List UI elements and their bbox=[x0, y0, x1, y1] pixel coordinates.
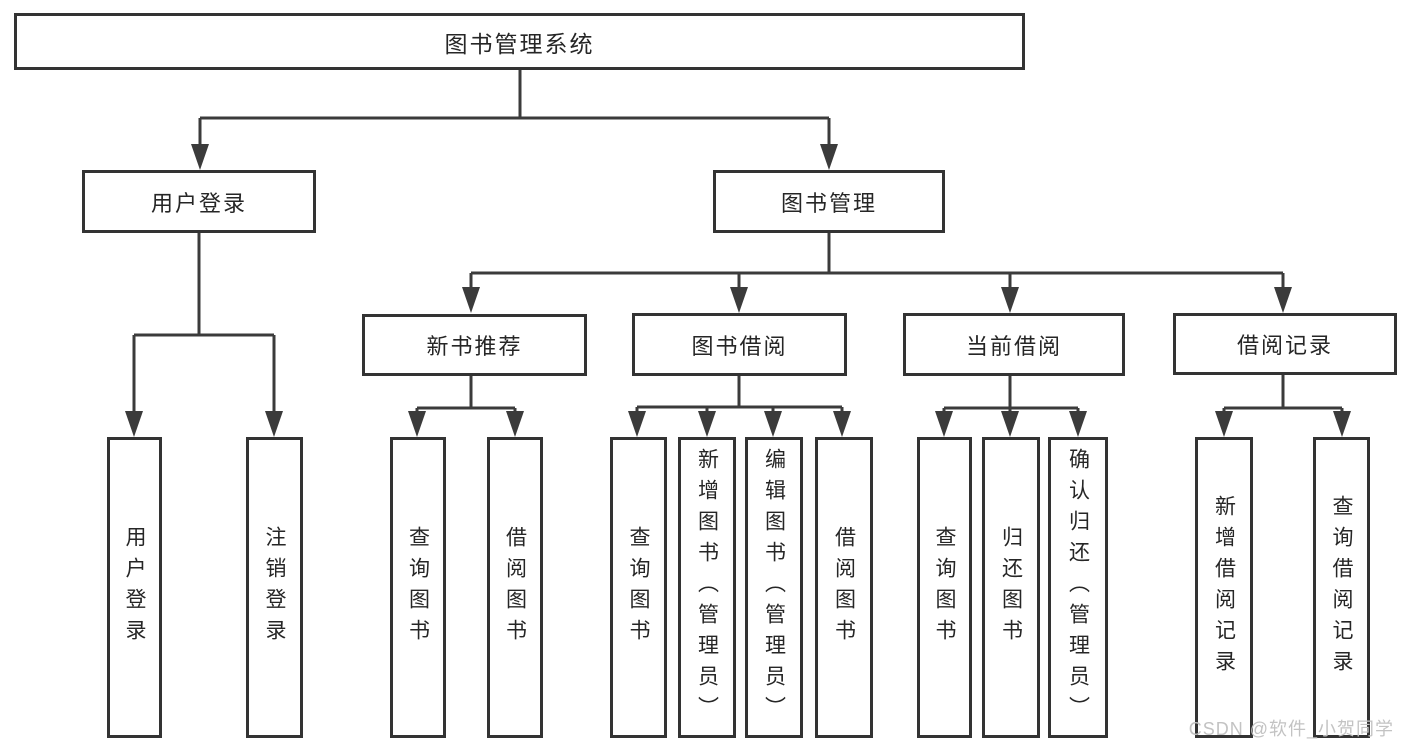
leaf-user-login-label: 用户登录 bbox=[123, 525, 146, 650]
arrowhead-icon bbox=[764, 411, 782, 437]
leaf-newbooks-query-book-label: 查询图书 bbox=[406, 525, 430, 650]
node-new-book-recommend: 新书推荐 bbox=[362, 314, 587, 376]
arrowhead-icon bbox=[462, 287, 480, 313]
leaf-records-add-record: 新增借阅记录 bbox=[1195, 437, 1253, 738]
edge-currentborrow-to-leaves bbox=[942, 376, 1080, 416]
node-current-borrow: 当前借阅 bbox=[903, 313, 1125, 376]
csdn-watermark: CSDN @软件_小贺同学 bbox=[1188, 719, 1394, 739]
arrowhead-icon bbox=[1001, 287, 1019, 313]
node-user-login: 用户登录 bbox=[82, 170, 316, 233]
arrowhead-icon bbox=[1333, 411, 1351, 437]
leaf-newbooks-borrow-book-label: 借阅图书 bbox=[503, 525, 527, 650]
arrowhead-icon bbox=[1274, 287, 1292, 313]
node-root: 图书管理系统 bbox=[14, 13, 1025, 70]
arrowhead-icon bbox=[628, 411, 646, 437]
node-book-borrow: 图书借阅 bbox=[632, 313, 847, 376]
leaf-newbooks-query-book: 查询图书 bbox=[390, 437, 446, 738]
node-borrow-records: 借阅记录 bbox=[1173, 313, 1397, 375]
arrowhead-icon bbox=[820, 144, 838, 170]
edge-bookmgmt-to-level3 bbox=[469, 233, 1285, 291]
leaf-current-confirm-return-admin-label: 确认归还（管理员） bbox=[1066, 448, 1090, 727]
leaf-records-query-record-label: 查询借阅记录 bbox=[1330, 494, 1353, 681]
arrowhead-icon bbox=[1215, 411, 1233, 437]
arrowhead-icon bbox=[698, 411, 716, 437]
leaf-newbooks-borrow-book: 借阅图书 bbox=[487, 437, 543, 738]
arrowhead-icon bbox=[1001, 411, 1019, 437]
leaf-borrow-borrow-book: 借阅图书 bbox=[815, 437, 873, 738]
node-current-borrow-label: 当前借阅 bbox=[965, 333, 1062, 359]
leaf-logout-label: 注销登录 bbox=[263, 525, 286, 650]
arrowhead-icon bbox=[191, 144, 209, 170]
leaf-borrow-add-book-admin: 新增图书（管理员） bbox=[678, 437, 736, 738]
edge-root-to-level2 bbox=[198, 70, 831, 150]
edge-bookborrow-to-leaves bbox=[635, 376, 844, 416]
leaf-borrow-borrow-book-label: 借阅图书 bbox=[832, 525, 856, 650]
node-book-borrow-label: 图书借阅 bbox=[691, 333, 788, 359]
leaf-borrow-query-book-label: 查询图书 bbox=[627, 525, 650, 650]
arrowheads bbox=[125, 144, 1351, 437]
arrowhead-icon bbox=[1069, 411, 1087, 437]
leaf-current-query-book-label: 查询图书 bbox=[933, 525, 956, 650]
node-book-management-label: 图书管理 bbox=[780, 190, 877, 216]
node-user-login-label: 用户登录 bbox=[150, 190, 247, 216]
leaf-borrow-edit-book-admin: 编辑图书（管理员） bbox=[745, 437, 803, 738]
leaf-current-confirm-return-admin: 确认归还（管理员） bbox=[1048, 437, 1108, 738]
leaf-records-query-record: 查询借阅记录 bbox=[1313, 437, 1370, 738]
arrowhead-icon bbox=[506, 411, 524, 437]
edge-userlogin-to-leaves bbox=[132, 233, 276, 416]
edge-records-to-leaves bbox=[1222, 375, 1344, 416]
node-new-book-recommend-label: 新书推荐 bbox=[426, 334, 523, 359]
node-borrow-records-label: 借阅记录 bbox=[1236, 333, 1333, 358]
node-root-label: 图书管理系统 bbox=[444, 30, 595, 57]
leaf-borrow-add-book-admin-label: 新增图书（管理员） bbox=[695, 448, 719, 727]
leaf-logout: 注销登录 bbox=[246, 437, 303, 738]
arrowhead-icon bbox=[730, 287, 748, 313]
node-book-management: 图书管理 bbox=[713, 170, 945, 233]
leaf-borrow-edit-book-admin-label: 编辑图书（管理员） bbox=[762, 448, 786, 727]
leaf-user-login: 用户登录 bbox=[107, 437, 162, 738]
leaf-current-return-book: 归还图书 bbox=[982, 437, 1040, 738]
arrowhead-icon bbox=[935, 411, 953, 437]
leaf-borrow-query-book: 查询图书 bbox=[610, 437, 667, 738]
arrowhead-icon bbox=[265, 411, 283, 437]
leaf-current-return-book-label: 归还图书 bbox=[999, 525, 1023, 650]
leaf-current-query-book: 查询图书 bbox=[917, 437, 972, 738]
arrowhead-icon bbox=[125, 411, 143, 437]
arrowhead-icon bbox=[408, 411, 426, 437]
arrowhead-icon bbox=[833, 411, 851, 437]
leaf-records-add-record-label: 新增借阅记录 bbox=[1212, 494, 1236, 681]
edge-newbooks-to-leaves bbox=[415, 376, 517, 416]
